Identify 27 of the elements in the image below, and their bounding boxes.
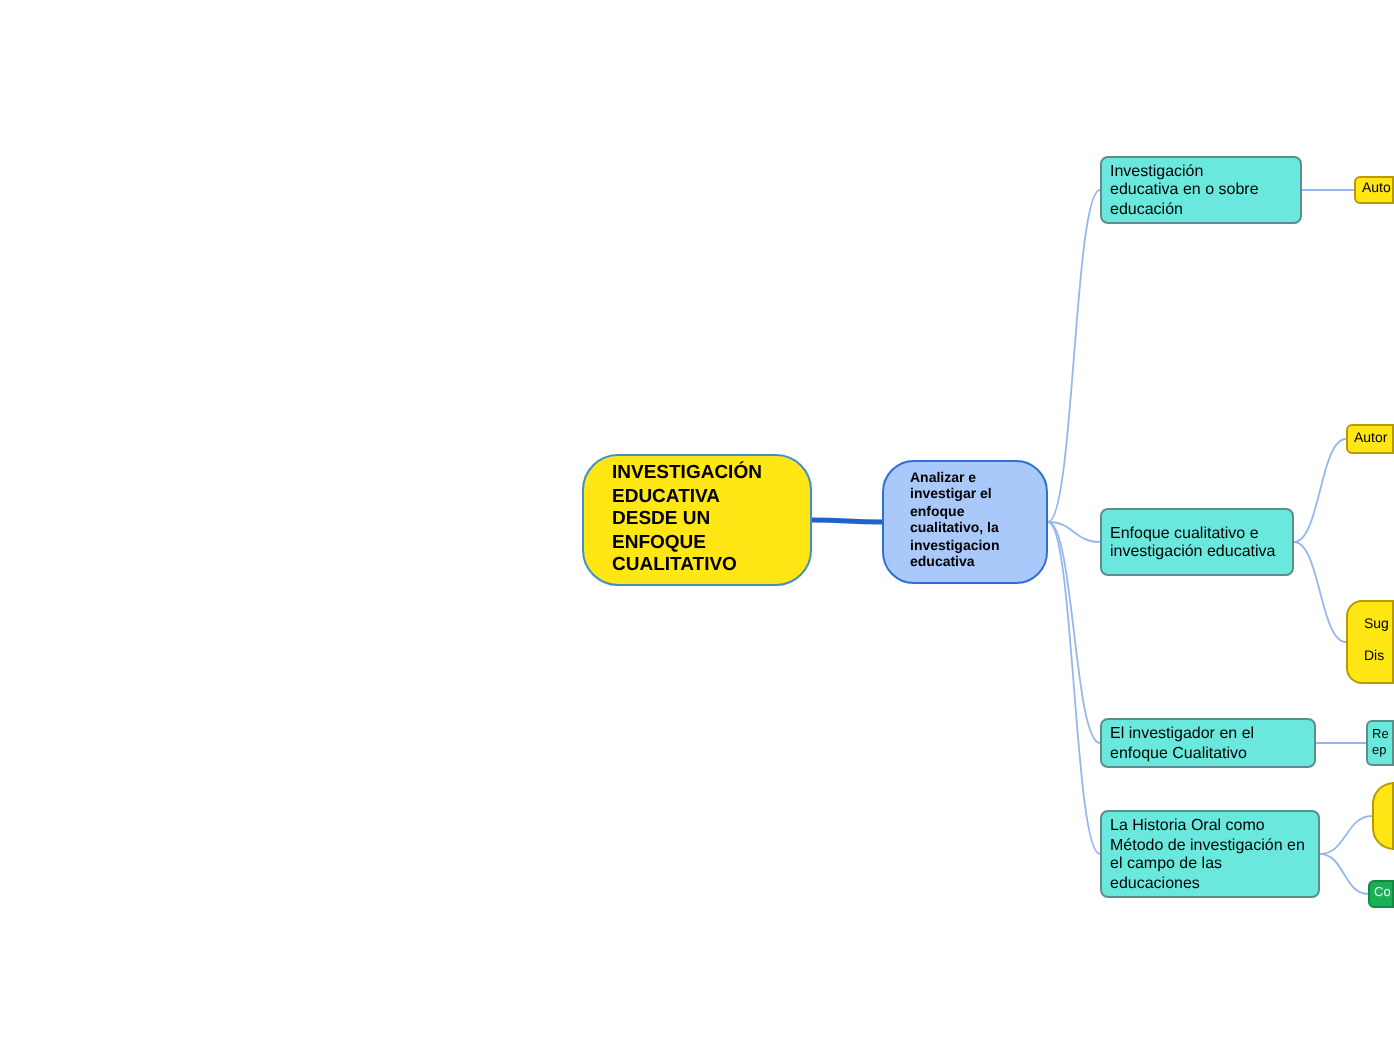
topic-text: El investigador en el enfoque Cualitativo [1110,724,1257,762]
connector-line [1315,742,1367,744]
subtopic-box [1100,810,1320,898]
connector-line [1047,521,1101,855]
connector-line [1293,438,1347,543]
topic-box [1368,880,1394,908]
topic-text: La Historia Oral como Método de investigación en el campo de las educaciones [1110,816,1306,892]
connector-line [1047,521,1101,543]
main-topic [882,460,1048,584]
circle-topic [1372,782,1394,850]
subtopic-box [1100,718,1316,768]
topic-text: INVESTIGACIÓN EDUCATIVA DESDE UN ENFOQUE CUALITATIVO [612,462,764,578]
connector-line [1319,815,1373,855]
root-topic [582,454,812,586]
topic-box [1346,424,1394,454]
subtopic-box [1100,508,1294,576]
connector-line [1047,521,1101,744]
subtopic-box [1100,156,1302,224]
connector-line [1301,189,1355,191]
topic-box [1346,600,1394,684]
connector-line [812,517,882,525]
topic-box [1366,720,1394,766]
connector-line [1047,189,1101,523]
topic-box [1354,176,1394,204]
topic-text: Enfoque cualitativo e investigación educativa [1110,523,1278,561]
topic-text: Investigación educativa en o sobre educación [1110,161,1261,219]
connector-line [1293,541,1347,643]
